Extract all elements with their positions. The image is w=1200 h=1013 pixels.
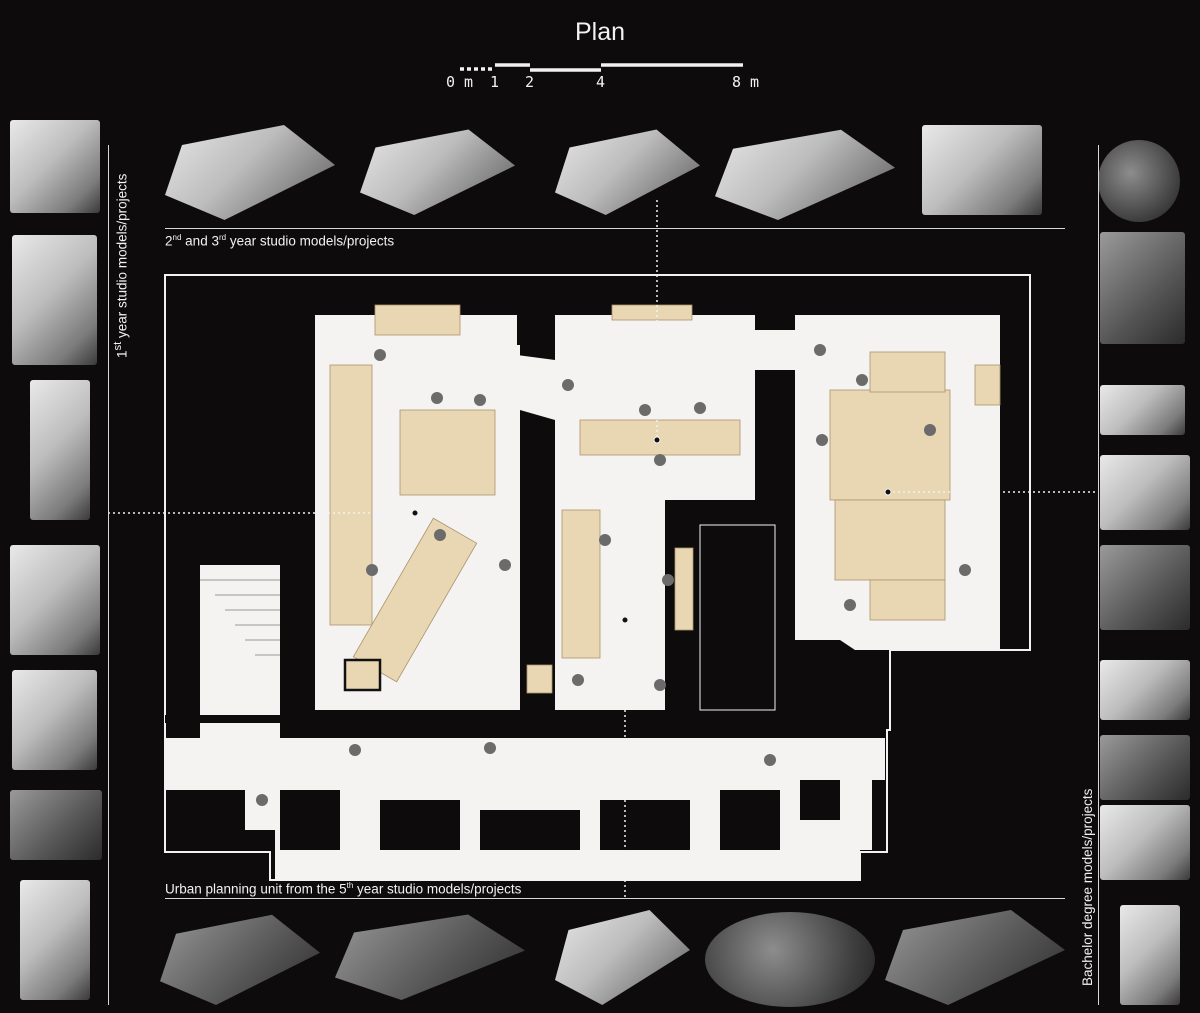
stair-steps — [200, 579, 280, 656]
box — [526, 664, 553, 694]
model-thumbnail — [1100, 385, 1185, 435]
caption-bottom: Urban planning unit from the 5th year st… — [165, 881, 522, 897]
model-thumbnail — [30, 380, 90, 520]
table-right-a — [829, 389, 951, 501]
table-right-d — [869, 579, 946, 621]
table-large — [399, 409, 496, 496]
model-thumbnail — [12, 235, 97, 365]
model-thumbnail — [12, 670, 97, 770]
model-thumbnail — [1100, 455, 1190, 530]
stair-area — [200, 565, 280, 738]
caption-right: Bachelor degree models/projects — [1080, 788, 1095, 986]
model-thumbnail — [10, 120, 100, 213]
scale-label-0: 0 m — [446, 73, 474, 91]
model-thumbnail — [1120, 905, 1180, 1005]
model-thumbnail — [1098, 140, 1180, 222]
divider — [165, 228, 1065, 229]
model-thumbnail — [20, 880, 90, 1000]
scale-label-1: 1 — [490, 73, 500, 91]
studio-room-middle — [555, 315, 755, 710]
passage-2 — [755, 330, 795, 370]
model-thumbnail — [1100, 545, 1190, 630]
scale-bar — [460, 63, 743, 72]
model-thumbnail — [1100, 805, 1190, 880]
scale-label-4: 4 — [596, 73, 606, 91]
model-thumbnail — [10, 790, 102, 860]
caption-left: 1st year studio models/projects — [112, 173, 130, 358]
model-thumbnail — [10, 545, 100, 655]
cabinet-right — [974, 364, 1001, 406]
passage-3 — [699, 524, 776, 711]
worktable-middle — [579, 419, 741, 456]
crate — [343, 658, 382, 692]
shelf-left — [329, 364, 373, 626]
divider — [108, 145, 109, 1005]
leader-lines — [108, 200, 1098, 898]
shelf-middle-right — [674, 547, 694, 631]
model-thumbnail — [1100, 660, 1190, 720]
model-thumbnail — [705, 912, 875, 1007]
scale-label-8: 8 m — [732, 73, 760, 91]
corridor-walls — [165, 715, 875, 850]
model-thumbnail — [1100, 232, 1185, 344]
table-right-b — [869, 351, 946, 393]
building-outline — [164, 274, 1031, 881]
corridor — [165, 738, 885, 880]
table-right-c — [834, 499, 946, 581]
caption-top: 2nd and 3rd year studio models/projects — [165, 233, 395, 249]
divider — [165, 898, 1065, 899]
model-thumbnail — [1100, 735, 1190, 800]
scale-label-2: 2 — [525, 73, 535, 91]
furniture — [329, 304, 1001, 694]
shelf-top — [374, 304, 461, 336]
model-thumbnail — [922, 125, 1042, 215]
divider — [1098, 145, 1099, 1005]
page-title: Plan — [574, 18, 626, 46]
people — [256, 344, 971, 806]
shelf-middle-top — [611, 304, 693, 321]
passage-1 — [517, 355, 555, 420]
table-middle-low — [561, 509, 601, 659]
